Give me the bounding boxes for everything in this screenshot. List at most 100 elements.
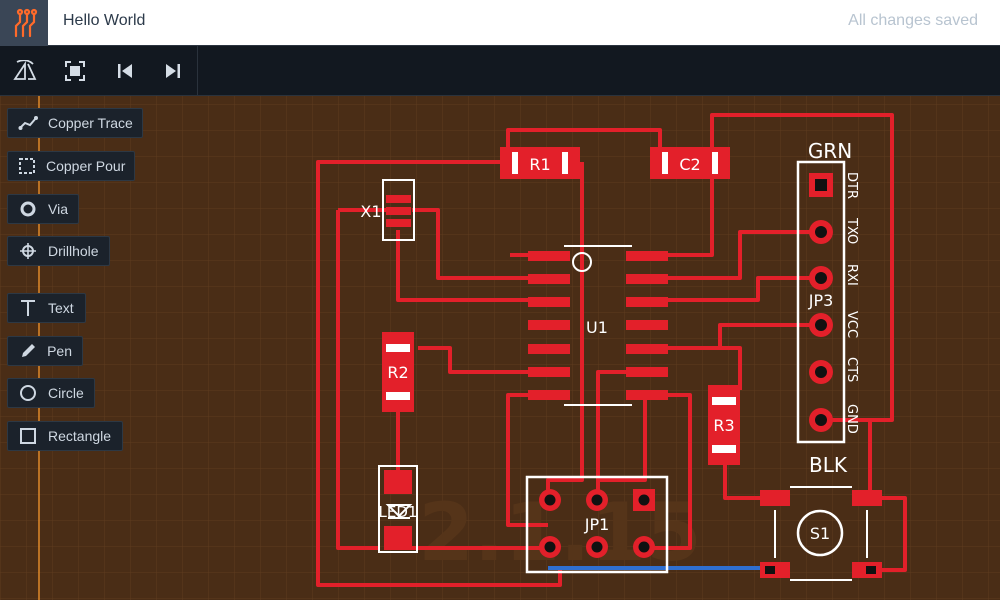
tool-label: Copper Pour (46, 158, 126, 174)
x1-pad (386, 195, 411, 203)
u1-pin1-marker (572, 252, 592, 272)
pin-hole (815, 179, 827, 191)
fit-view-button[interactable] (50, 46, 100, 96)
via-icon (18, 199, 38, 219)
pin-hole (815, 414, 827, 426)
tool-via[interactable]: Via (7, 194, 79, 224)
led-led1[interactable]: LED1 (378, 465, 418, 553)
resistor-r3[interactable]: R3 (708, 385, 740, 465)
x1-pad (386, 207, 411, 215)
jp1-outline (525, 475, 669, 574)
flip-board-button[interactable] (0, 46, 50, 96)
tool-label: Text (48, 300, 74, 316)
copper-trace-icon (18, 113, 38, 133)
tool-circle[interactable]: Circle (7, 378, 95, 408)
pin-hole (544, 541, 556, 553)
jp3-label: JP3 (808, 291, 834, 310)
tool-label: Circle (48, 385, 84, 401)
jp3-pins (809, 173, 833, 432)
tool-drillhole[interactable]: Drillhole (7, 236, 110, 266)
x1-pad (386, 219, 411, 227)
pin-hole (591, 494, 603, 506)
ic-pad (626, 390, 668, 400)
tool-label: Rectangle (48, 428, 112, 444)
drillhole-icon (18, 241, 38, 261)
ic-pad (626, 274, 668, 284)
ic-pad (528, 251, 570, 261)
copper-trace (336, 210, 380, 550)
tool-copper-trace[interactable]: Copper Trace (7, 108, 143, 138)
toolbar-divider (197, 46, 198, 96)
next-button[interactable] (148, 46, 198, 96)
header-top-label: GRN (808, 139, 852, 163)
led1-diode-symbol (385, 504, 413, 518)
header-pin-labels: DTR TXO RXI VCC CTS GND (844, 172, 859, 434)
header-jp3[interactable]: GRN JP3 DTR TXO RXI VCC CTS GND BLK (796, 139, 859, 477)
resistor-r2[interactable]: R2 (382, 332, 414, 412)
ic-pad (626, 297, 668, 307)
pin-hole (591, 541, 603, 553)
copper-trace (597, 395, 647, 482)
jp1-pins (539, 489, 655, 558)
led1-outline (378, 465, 418, 553)
ic-pad (528, 390, 570, 400)
led1-pad (384, 470, 412, 494)
circle-icon (18, 383, 38, 403)
previous-button[interactable] (100, 46, 150, 96)
skip-next-icon (166, 64, 180, 78)
copper-trace (506, 128, 662, 150)
tool-rectangle[interactable]: Rectangle (7, 421, 123, 451)
tool-label: Drillhole (48, 243, 99, 259)
ic-pad (626, 367, 668, 377)
capacitor-c2[interactable]: C2 (650, 147, 730, 179)
c2-center (668, 152, 712, 174)
r2-center (386, 352, 410, 392)
tool-text[interactable]: Text (7, 293, 86, 323)
switch-s1[interactable]: S1 (760, 486, 882, 581)
copper-trace (870, 496, 907, 572)
copper-pour-icon (18, 156, 36, 176)
copper-trace (723, 460, 770, 500)
pin-hole (815, 226, 827, 238)
pin-hole (815, 319, 827, 331)
jp1-label: JP1 (584, 515, 610, 534)
pcb-drawing[interactable]: 2.1.15 (0, 96, 1000, 600)
tool-copper-pour[interactable]: Copper Pour (7, 151, 135, 181)
resistor-r1[interactable]: R1 (500, 147, 580, 179)
ic-pad (528, 274, 570, 284)
led1-pad (384, 526, 412, 550)
tool-pen[interactable]: Pen (7, 336, 83, 366)
circuit-logo-icon (14, 8, 38, 38)
ic-pad (626, 251, 668, 261)
pin-hole (815, 272, 827, 284)
skip-previous-icon (118, 64, 132, 78)
ic-pad (528, 320, 570, 330)
rectangle-icon (18, 426, 38, 446)
crystal-x1[interactable]: X1 (360, 179, 415, 241)
copper-trace (720, 346, 742, 390)
ic-pad (528, 367, 570, 377)
ic-u1[interactable]: U1 (528, 245, 668, 406)
c2-label: C2 (679, 155, 700, 174)
header-bottom-label: BLK (809, 453, 848, 477)
r2-label: R2 (387, 363, 408, 382)
s1-pad (852, 490, 882, 506)
copper-trace (655, 323, 820, 350)
pcb-canvas[interactable]: 2.1.15 (0, 96, 1000, 600)
r3-center (712, 405, 736, 445)
header-jp1[interactable]: JP1 (525, 475, 669, 574)
r1-center (518, 152, 562, 174)
app-logo[interactable] (0, 0, 48, 46)
pin-label-rxi: RXI (844, 264, 859, 286)
fit-view-icon (65, 61, 85, 81)
jp3-outline (796, 160, 846, 444)
s1-button (796, 509, 844, 557)
pin-label-gnd: GND (844, 404, 859, 434)
s1-pad (760, 490, 790, 506)
pin-hole (815, 366, 827, 378)
top-bar: Hello World All changes saved (0, 0, 1000, 46)
document-title[interactable]: Hello World (63, 12, 146, 29)
tool-label: Via (48, 201, 68, 217)
x1-label: X1 (360, 202, 381, 221)
pin-hole (638, 494, 650, 506)
